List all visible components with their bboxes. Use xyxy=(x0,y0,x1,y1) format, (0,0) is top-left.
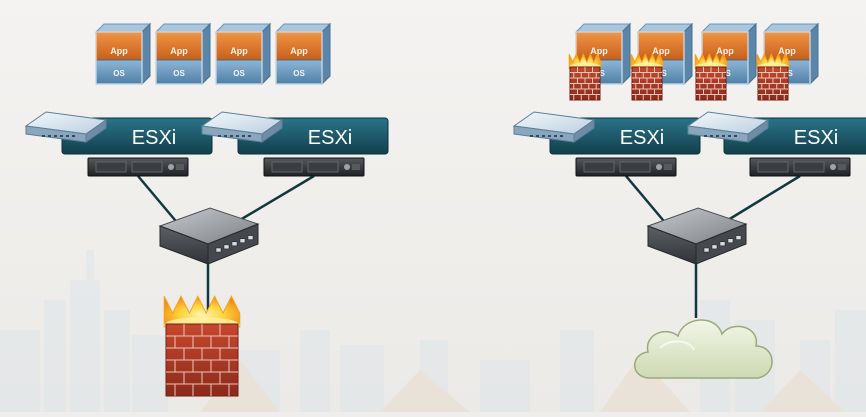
vm-os-label: OS xyxy=(233,69,245,78)
network-link xyxy=(137,175,181,227)
network-link xyxy=(625,175,669,227)
firewall-icon xyxy=(163,295,241,397)
server-icon xyxy=(200,111,284,143)
esxi-host: ESXi xyxy=(200,111,389,177)
vm-os-label: OS xyxy=(113,69,125,78)
vm-os-label: OS xyxy=(293,69,305,78)
rack-unit-icon xyxy=(87,157,189,177)
network-switch-icon xyxy=(158,207,260,265)
vm-app-label: App xyxy=(110,46,128,56)
esxi-host: ESXi xyxy=(24,111,213,177)
rack-unit-icon xyxy=(263,157,365,177)
server-icon xyxy=(686,111,770,143)
rack-unit-icon xyxy=(749,157,851,177)
vm-firewall-icon xyxy=(756,52,790,101)
vm-firewall-icon xyxy=(694,52,728,101)
network-links xyxy=(137,174,801,318)
vm-firewall-icon xyxy=(630,52,664,101)
vm-app-label: App xyxy=(290,46,308,56)
vm-app-label: App xyxy=(230,46,248,56)
esxi-label: ESXi xyxy=(132,127,176,149)
network-switch-icon xyxy=(646,207,748,265)
vm-app-label: App xyxy=(170,46,188,56)
network-link xyxy=(727,174,801,222)
server-icon xyxy=(24,111,108,143)
vm-app-label: App xyxy=(652,46,670,56)
network-nodes: AppOSAppOSAppOSAppOSESXiESXiAppOSAppOSAp… xyxy=(24,22,866,397)
rack-unit-icon xyxy=(575,157,677,177)
network-link xyxy=(239,174,315,222)
cloud-icon xyxy=(634,319,773,379)
esxi-label: ESXi xyxy=(620,127,664,149)
city-skyline-watermark xyxy=(0,250,866,412)
vm-app-label: App xyxy=(778,46,796,56)
vm-firewall-icon xyxy=(568,52,602,101)
vm-app-label: App xyxy=(716,46,734,56)
esxi-host: ESXi xyxy=(686,111,866,177)
esxi-label: ESXi xyxy=(794,127,838,149)
esxi-host: ESXi xyxy=(512,111,701,177)
esxi-label: ESXi xyxy=(308,127,352,149)
vm-app-label: App xyxy=(590,46,608,56)
vm-os-label: OS xyxy=(173,69,185,78)
server-icon xyxy=(512,111,596,143)
